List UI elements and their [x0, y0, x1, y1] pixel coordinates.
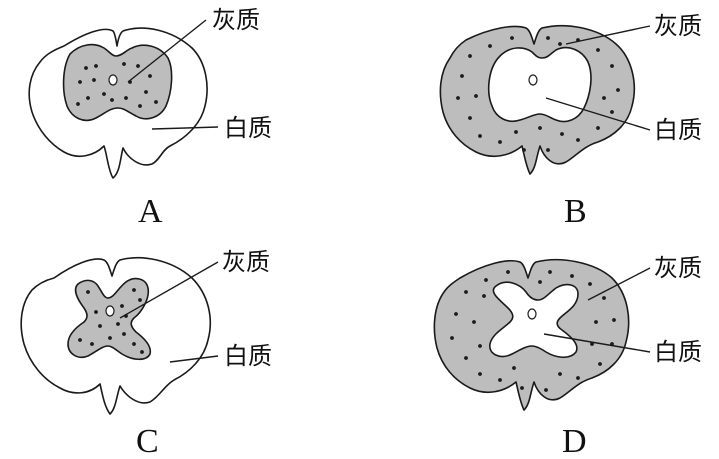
panel-c-central-canal: [105, 305, 115, 317]
panel-b-white-matter-inner: [487, 46, 592, 123]
panel-d-white-matter-leader: [543, 333, 651, 353]
panel-b-neuron-dots: [456, 36, 620, 152]
panel-b-gray-matter-label: 灰质: [654, 12, 702, 40]
panel-d-letter: D: [562, 423, 587, 459]
panel-c-white-matter-label: 白质: [224, 342, 272, 370]
panel-d-white-matter-label: 白质: [654, 338, 702, 366]
panel-b-gray-matter-leader: [565, 25, 651, 45]
panel-a-white-matter-leader: [151, 126, 219, 130]
panel-c-white-matter-leader: [169, 355, 219, 363]
panel-b-letter: B: [564, 193, 587, 230]
panel-b-white-matter-label: 白质: [654, 116, 702, 144]
panel-b: 灰质 白质 B: [439, 12, 702, 230]
panel-a-central-canal: [108, 74, 118, 86]
panel-c-gray-matter-leader: [119, 261, 219, 319]
panel-d-gray-matter-label: 灰质: [654, 254, 702, 282]
panel-c-letter: C: [136, 423, 159, 459]
panel-d-gray-matter-leader: [587, 267, 651, 301]
panel-d-neuron-dots: [450, 270, 616, 392]
panel-c-gray-matter: [67, 277, 152, 361]
panel-d: 灰质 白质 D: [433, 254, 702, 459]
panel-d-central-canal: [527, 308, 537, 320]
panel-b-white-matter-leader: [545, 97, 651, 131]
panel-c-neuron-dots: [78, 288, 144, 354]
panel-a-gray-matter: [62, 43, 173, 122]
panel-a-gray-matter-label: 灰质: [212, 6, 260, 34]
panel-c: 灰质 白质 C: [20, 248, 272, 459]
panel-a-letter: A: [138, 193, 163, 230]
panel-c-gray-matter-label: 灰质: [222, 248, 270, 276]
panel-d-white-matter-inner: [489, 281, 579, 359]
panel-b-central-canal: [528, 74, 538, 86]
panel-a-neuron-dots: [76, 62, 158, 108]
panel-a-white-matter-label: 白质: [224, 114, 272, 142]
panel-a-gray-matter-leader: [127, 19, 207, 83]
panel-a: 灰质 白质 A: [28, 6, 272, 230]
